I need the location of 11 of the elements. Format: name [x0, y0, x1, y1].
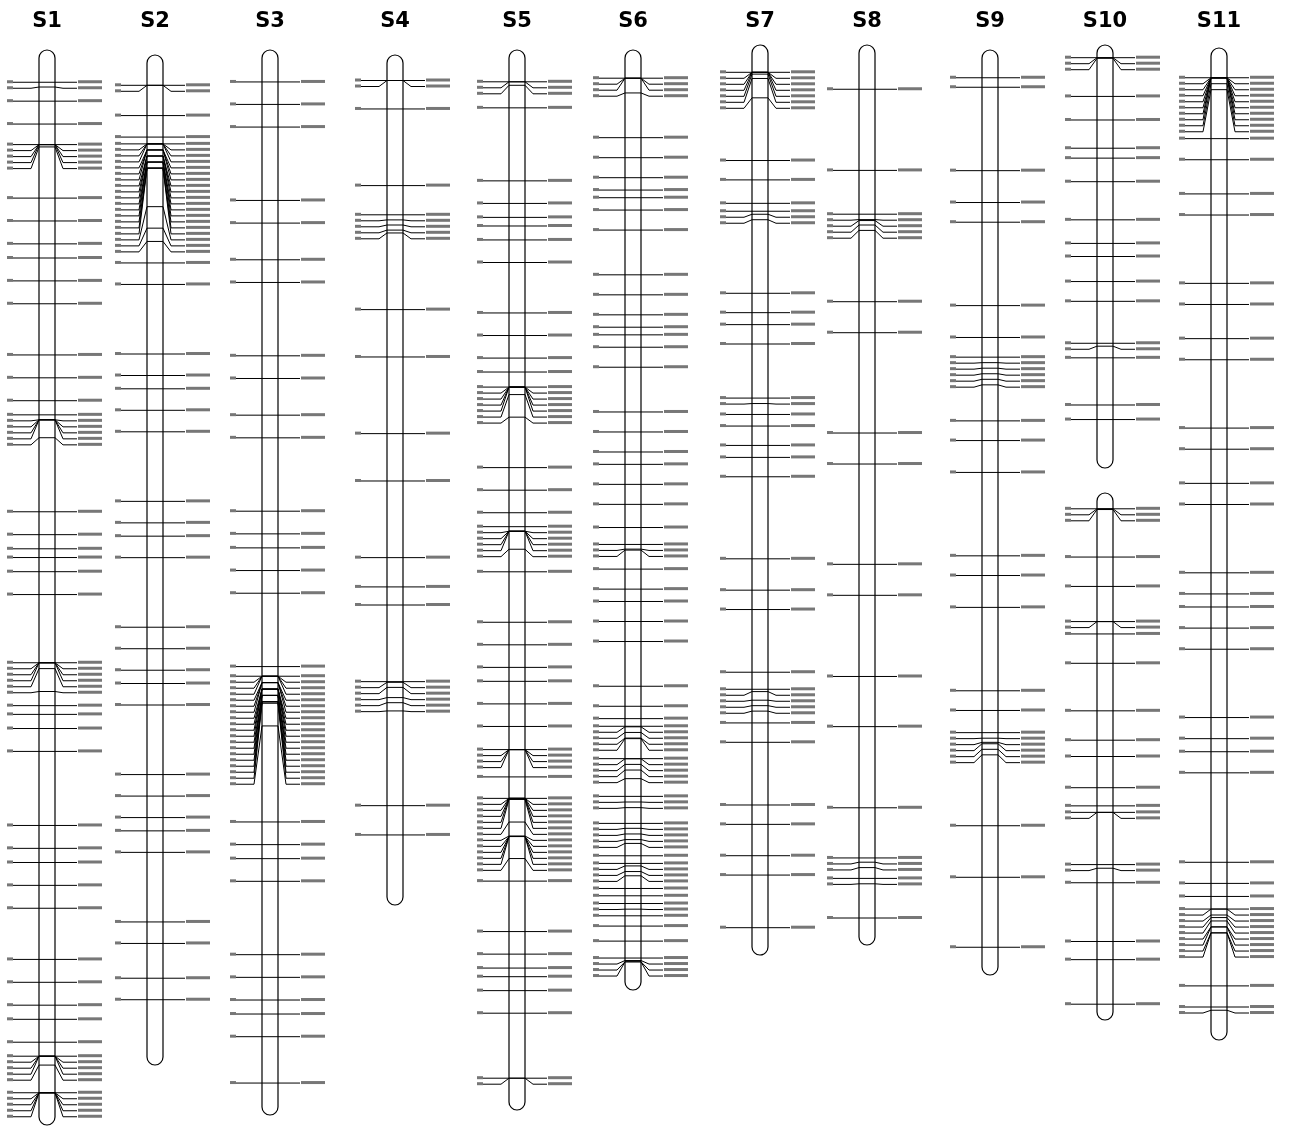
group-label: S3 — [254, 7, 286, 34]
group-label: S5 — [501, 7, 533, 34]
group-label: S6 — [617, 7, 649, 34]
group-label: S9 — [974, 7, 1006, 34]
group-label: S11 — [1195, 7, 1243, 34]
group-label: S10 — [1081, 7, 1129, 34]
group-label: S7 — [744, 7, 776, 34]
group-label: S1 — [31, 7, 63, 34]
group-label: S2 — [139, 7, 171, 34]
group-label: S4 — [379, 7, 411, 34]
group-label: S8 — [851, 7, 883, 34]
